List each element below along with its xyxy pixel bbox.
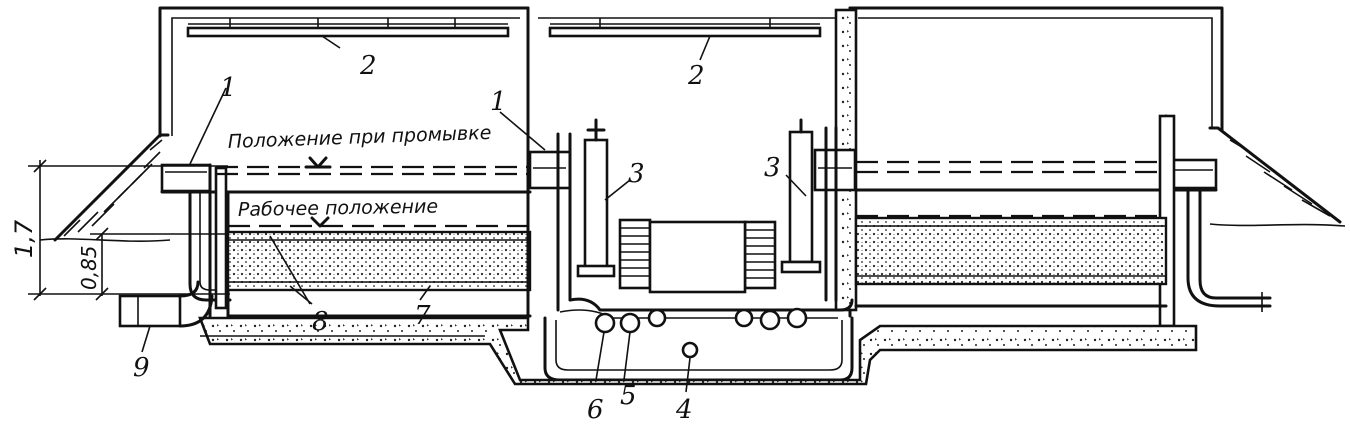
- filter-media-right: [854, 216, 1168, 286]
- wash-gutter-center-left: [528, 150, 572, 190]
- label-3-left: 3: [628, 159, 645, 189]
- dimension-media-height: 0,85: [77, 245, 101, 290]
- label-2-center: 2: [687, 61, 705, 91]
- right-filter-cell: [848, 6, 1272, 328]
- valve-left: [556, 118, 616, 312]
- drain-pipe-4: [681, 341, 699, 359]
- caption-working-position: Рабочее положение: [238, 196, 439, 221]
- label-1-left: 1: [220, 73, 237, 103]
- caption-wash-position: Положение при промывке: [227, 122, 491, 153]
- left-embankment: [53, 133, 170, 242]
- right-embankment: [1208, 126, 1342, 224]
- distributor-pipe-center: [548, 26, 822, 38]
- water-level-lines: [216, 156, 1166, 228]
- valve-right: [780, 118, 838, 302]
- label-8: 8: [312, 307, 329, 337]
- label-9: 9: [133, 353, 150, 383]
- label-6: 6: [587, 395, 604, 424]
- foundation-slab: [198, 316, 1198, 386]
- distributor-pipe-left: [186, 26, 510, 38]
- label-1-center: 1: [490, 87, 507, 117]
- dimension-total-height: 1,7: [10, 219, 38, 258]
- central-pipe-gallery: [526, 6, 858, 382]
- wash-gutter-right: [1168, 158, 1218, 190]
- outlet-pipe-9: [118, 280, 214, 328]
- dimension-lines: [28, 159, 230, 301]
- stairs-right: [743, 220, 777, 290]
- pipe-section-5: [619, 312, 641, 334]
- pipe-section-6: [594, 312, 616, 334]
- label-4: 4: [675, 395, 693, 424]
- filter-media-left: [226, 230, 532, 292]
- label-5: 5: [620, 381, 637, 411]
- label-3-right: 3: [764, 153, 781, 183]
- stairs-left: [618, 218, 652, 290]
- wash-gutter-left: [160, 163, 212, 193]
- label-2-left: 2: [359, 51, 377, 81]
- leader-lines: [141, 35, 807, 393]
- label-7: 7: [414, 301, 431, 331]
- left-filter-cell: [158, 6, 532, 318]
- manifold-pipe: [568, 297, 854, 312]
